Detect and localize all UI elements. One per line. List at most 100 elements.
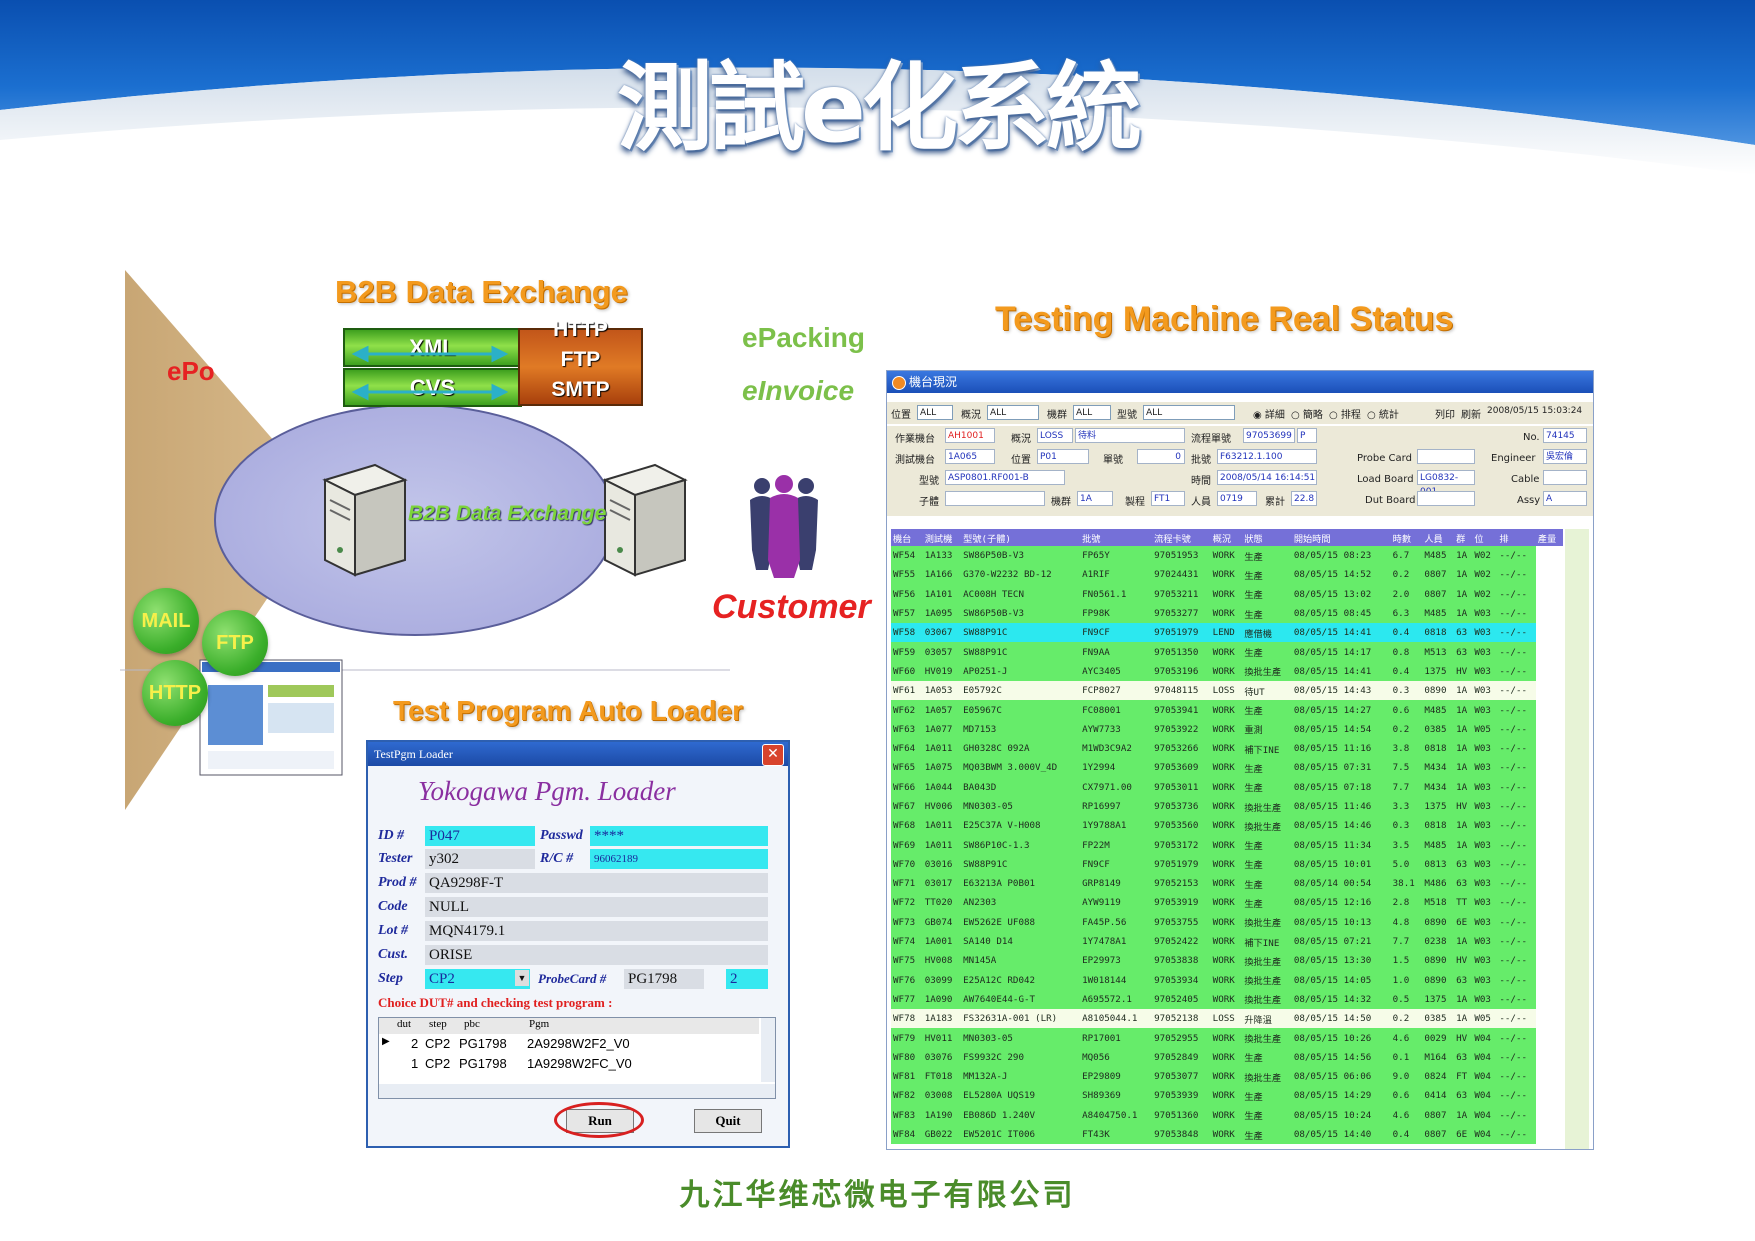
quit-button[interactable]: Quit bbox=[694, 1109, 762, 1133]
column-header[interactable]: 概況 bbox=[1210, 529, 1243, 546]
column-header[interactable]: 流程卡號 bbox=[1152, 529, 1211, 546]
rc-field[interactable]: 96062189 bbox=[590, 849, 768, 869]
group-select[interactable]: ALL bbox=[1073, 405, 1111, 420]
table-cell: 1Y7478A1 bbox=[1080, 931, 1153, 952]
column-header[interactable]: 位 bbox=[1472, 529, 1498, 546]
table-row[interactable]: ▶ 2 CP2 PG1798 2A9298W2F2_V0 bbox=[382, 1036, 630, 1051]
probecard-field[interactable]: PG1798 bbox=[624, 969, 704, 989]
lot-field[interactable]: MQN4179.1 bbox=[425, 921, 768, 941]
tester-field[interactable]: y302 bbox=[425, 849, 535, 869]
radio-detail[interactable]: ◉ 詳細 bbox=[1253, 410, 1285, 421]
table-cell: WF81 bbox=[891, 1067, 923, 1087]
table-vscrollbar[interactable] bbox=[761, 1018, 775, 1082]
table-cell: 0414 bbox=[1422, 1086, 1455, 1106]
id-field[interactable]: P047 bbox=[425, 826, 535, 846]
table-cell: W03 bbox=[1472, 623, 1498, 643]
table-cell: 0.4 bbox=[1390, 661, 1423, 682]
table-cell: 0807 bbox=[1422, 565, 1455, 585]
column-header[interactable]: 排 bbox=[1497, 529, 1536, 546]
column-header[interactable]: 人員 bbox=[1422, 529, 1455, 546]
close-icon[interactable]: ✕ bbox=[762, 744, 784, 766]
radio-stats[interactable]: ○ 統計 bbox=[1367, 410, 1399, 421]
table-cell: W03 bbox=[1472, 642, 1498, 662]
column-header[interactable]: 狀態 bbox=[1242, 529, 1292, 546]
probecard-no-field[interactable]: 2 bbox=[726, 969, 768, 989]
column-header[interactable]: 測試機 bbox=[922, 529, 962, 546]
status-titlebar[interactable]: 機台現況 bbox=[887, 371, 1593, 393]
radio-simple[interactable]: ○ 簡略 bbox=[1291, 410, 1323, 421]
prod-field[interactable]: QA9298F-T bbox=[425, 873, 768, 893]
table-cell: FT018 bbox=[922, 1067, 962, 1087]
table-cell: HV011 bbox=[922, 1028, 962, 1048]
column-header[interactable]: 產量 bbox=[1535, 529, 1563, 546]
table-header: 機台測試機型號(子體)批號流程卡號概況狀態開始時間時數人員群位排產量 bbox=[891, 529, 1563, 546]
table-cell: WORK bbox=[1210, 758, 1243, 778]
table-hscrollbar[interactable] bbox=[379, 1084, 775, 1098]
column-header[interactable]: 機台 bbox=[891, 529, 923, 546]
table-row[interactable]: 1 CP2 PG1798 1A9298W2FC_V0 bbox=[411, 1056, 632, 1071]
table-cell: 0.3 bbox=[1390, 816, 1423, 836]
column-header[interactable]: 開始時間 bbox=[1291, 529, 1391, 546]
table-cell: WF56 bbox=[891, 584, 923, 604]
lot-label: Lot # bbox=[378, 923, 408, 938]
radio-schedule[interactable]: ○ 排程 bbox=[1329, 410, 1361, 421]
table-cell: EL5280A UQS19 bbox=[961, 1086, 1081, 1106]
refresh-button[interactable]: 刷新 bbox=[1461, 410, 1481, 421]
model-select[interactable]: ALL bbox=[1143, 405, 1235, 420]
table-cell: 1A bbox=[1454, 777, 1473, 797]
passwd-field[interactable]: **** bbox=[590, 826, 768, 846]
app-icon bbox=[892, 376, 906, 390]
table-cell: 0.2 bbox=[1390, 565, 1423, 585]
column-header[interactable]: 型號(子體) bbox=[961, 529, 1081, 546]
column-header[interactable]: 批號 bbox=[1080, 529, 1153, 546]
code-field[interactable]: NULL bbox=[425, 897, 768, 917]
chevron-down-icon[interactable]: ▼ bbox=[515, 970, 529, 986]
table-cell: 03016 bbox=[922, 854, 962, 875]
grid-scrollbar[interactable] bbox=[1565, 529, 1589, 1149]
table-cell: WF79 bbox=[891, 1028, 923, 1048]
table-cell: FA45P.56 bbox=[1080, 912, 1153, 932]
print-button[interactable]: 列印 bbox=[1435, 410, 1455, 421]
loader-titlebar[interactable]: TestPgm Loader ✕ bbox=[368, 742, 788, 766]
state-select[interactable]: ALL bbox=[987, 405, 1039, 420]
pos-select[interactable]: ALL bbox=[917, 405, 953, 420]
table-cell: 1A057 bbox=[922, 700, 962, 720]
cust-field[interactable]: ORISE bbox=[425, 945, 768, 965]
column-header[interactable]: 時數 bbox=[1390, 529, 1423, 546]
step-select[interactable]: CP2 ▼ bbox=[425, 969, 530, 989]
table-cell: 換批生產 bbox=[1242, 796, 1292, 817]
table-cell: 0818 bbox=[1422, 738, 1455, 759]
column-header[interactable]: 群 bbox=[1454, 529, 1473, 546]
